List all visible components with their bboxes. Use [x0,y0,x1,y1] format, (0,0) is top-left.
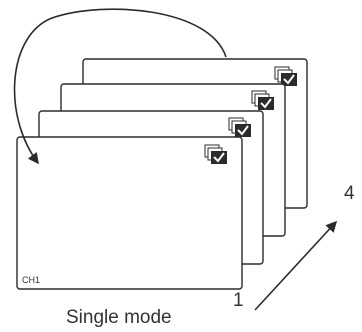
sequence-start-number: 1 [233,290,244,311]
sequence-end-number: 4 [344,183,355,204]
channel-check-icon [204,144,227,164]
screen-1 [16,136,243,290]
cycle-arrow [13,8,227,165]
channel-check-icon [251,90,274,110]
channel-check-icon [274,66,297,86]
channel-check-icon [228,117,251,137]
sequence-arrow [254,220,338,311]
channel-label: CH1 [22,275,41,285]
mode-caption: Single mode [66,307,172,328]
